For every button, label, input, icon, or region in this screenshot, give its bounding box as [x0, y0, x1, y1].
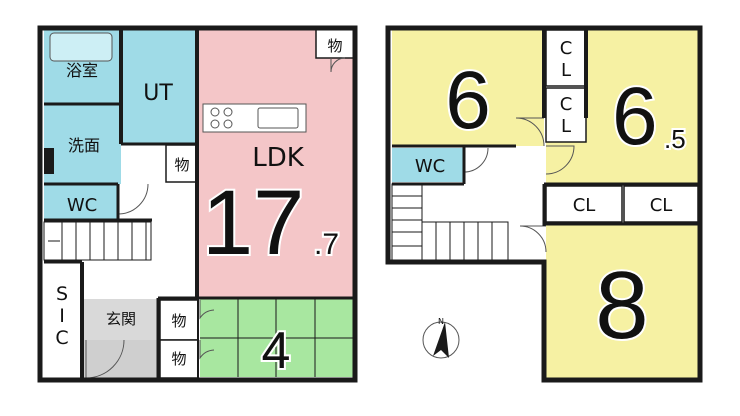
- north-arrow-icon: [433, 322, 449, 358]
- closet-3-label: CL: [573, 195, 596, 216]
- bedroom-b: [586, 28, 698, 184]
- bedroom-a: [392, 28, 544, 146]
- bedroom-a-size: 6: [445, 55, 491, 146]
- tatami-size: 4: [262, 322, 291, 380]
- kitchen-sink: [257, 107, 299, 129]
- sic-room: [44, 270, 82, 378]
- utility-label: UT: [143, 81, 173, 106]
- closet-2: [545, 87, 587, 143]
- closet-4-label: CL: [650, 195, 673, 216]
- bedroom-c: [546, 224, 698, 380]
- stove-burner: [210, 107, 220, 117]
- closet-2-label-l: L: [561, 116, 571, 137]
- stove-burner: [223, 107, 233, 117]
- washroom-label: 洗面: [68, 136, 100, 155]
- stove-burner: [223, 119, 233, 129]
- sic-label-i: I: [59, 305, 65, 327]
- floor-2-plan: 6 6 .5 8 C L C L CL CL WC: [385, 25, 703, 383]
- storage-a: [159, 299, 199, 341]
- storage-b-label: 物: [171, 350, 186, 368]
- closet-3: [545, 185, 623, 223]
- bathtub: [49, 32, 113, 62]
- toilet-1f: [44, 184, 118, 220]
- storage-top-label: 物: [327, 37, 342, 55]
- storage-top: [315, 27, 355, 59]
- stove-burner: [210, 119, 220, 129]
- compass: N: [422, 317, 460, 359]
- storage-a-label: 物: [171, 312, 186, 330]
- closet-4: [623, 185, 699, 223]
- bath-label: 浴室: [66, 61, 98, 80]
- stairs-2f: [391, 183, 509, 261]
- sic-label-s: S: [56, 283, 68, 305]
- north-label: N: [438, 317, 444, 326]
- walls-1f: [37, 25, 358, 383]
- toilet-2f-label: WC: [415, 156, 445, 177]
- entrance-label: 玄関: [106, 310, 136, 328]
- bedroom-c-size: 8: [595, 252, 648, 359]
- walls-2f: [385, 25, 703, 383]
- storage-b: [159, 339, 199, 379]
- closet-1-label-c: C: [560, 38, 573, 59]
- ldk-room: [199, 28, 355, 299]
- sic-label-c: C: [55, 327, 68, 349]
- ldk-size-decimal: .7: [314, 228, 339, 261]
- ldk-label: LDK: [252, 143, 305, 173]
- floor-1-plan: 浴室 UT 洗面 WC 物 物 LDK 17 .7 S I C 玄関 物 物 4: [37, 25, 358, 383]
- toilet-1f-label: WC: [67, 195, 97, 216]
- washbasin: [44, 148, 54, 174]
- closet-1-label-l: L: [561, 60, 571, 81]
- utility-room: [121, 28, 195, 144]
- ldk-size-main: 17: [202, 172, 304, 274]
- toilet-2f: [392, 148, 464, 182]
- stairs-1f: [43, 221, 152, 261]
- entrance-floor: [84, 340, 159, 380]
- closet-2-label-c: C: [560, 94, 573, 115]
- bedroom-b-size-decimal: .5: [664, 124, 686, 154]
- washroom: [44, 104, 121, 184]
- genkan-step: [82, 299, 158, 340]
- door-swings-2f: [463, 117, 575, 253]
- tatami-mat-lines: [200, 299, 355, 377]
- closet-1: [545, 29, 587, 87]
- storage-mid-label: 物: [174, 156, 189, 174]
- bedroom-b-size-main: 6: [612, 71, 658, 162]
